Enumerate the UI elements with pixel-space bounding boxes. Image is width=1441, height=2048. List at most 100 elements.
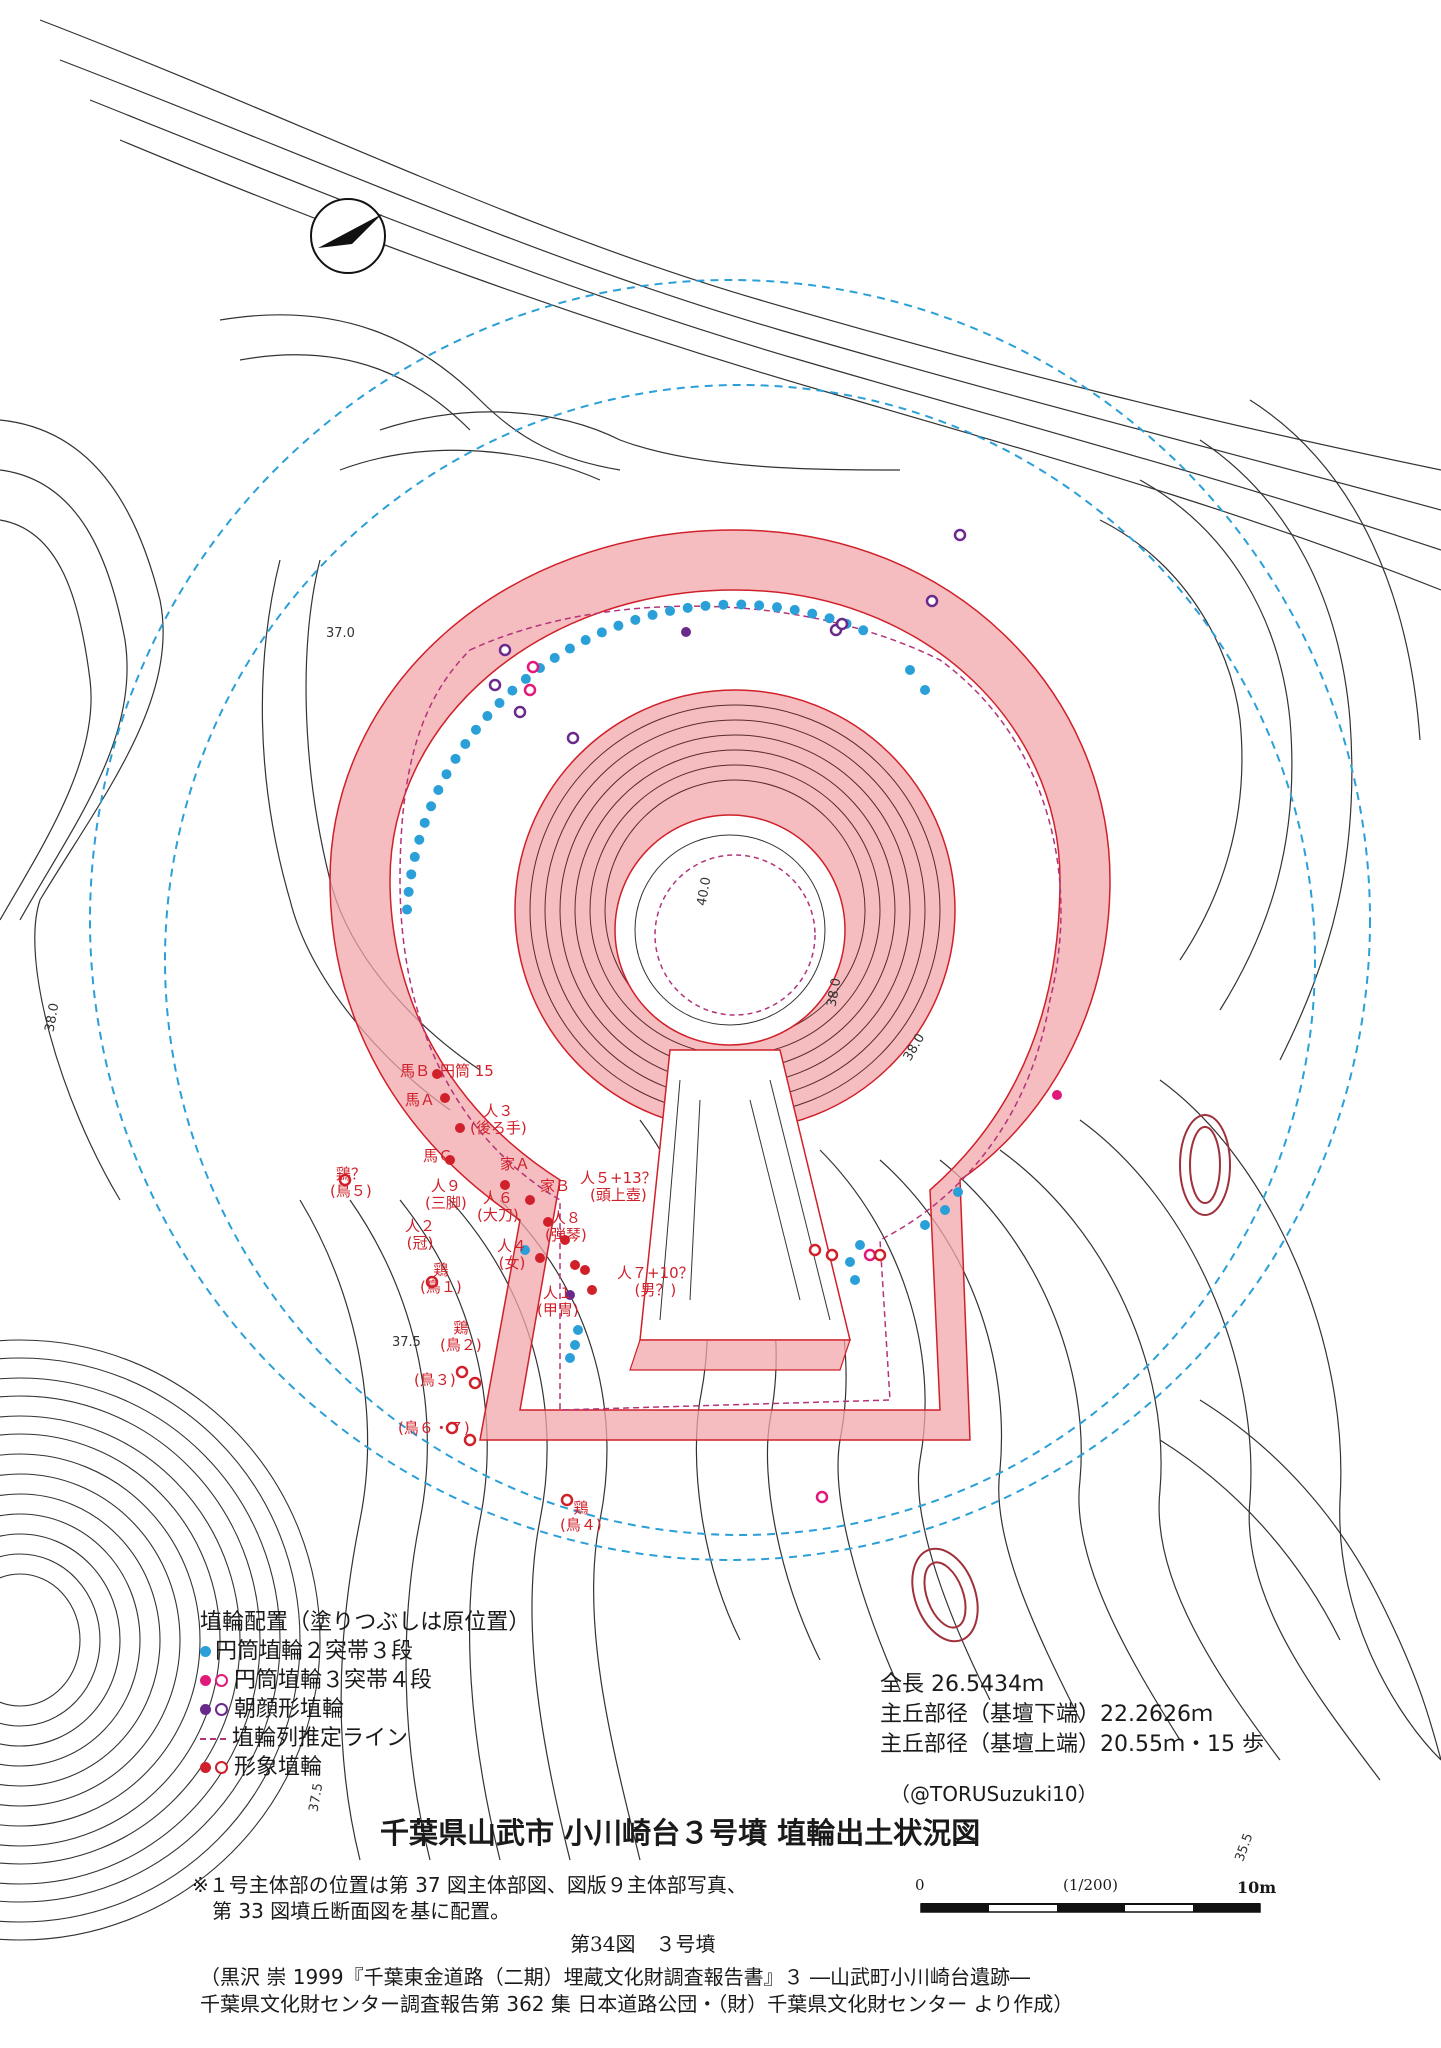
figure-caption: 第34図 ３号墳 [570, 1932, 716, 1956]
haniwa-label: (鳥３) [414, 1371, 456, 1389]
estimated-range-circles [89, 279, 1371, 1561]
haniwa-label: 人１ (甲冑) [537, 1284, 579, 1319]
blue-haniwa-marker [850, 1275, 860, 1285]
legend-label: 円筒埴輪３突帯４段 [234, 1668, 433, 1693]
figurative-haniwa-marker [463, 1433, 477, 1447]
blue-haniwa-marker [564, 643, 575, 654]
haniwa-label: 人６ (大刀) [477, 1189, 519, 1224]
mound-plan [329, 529, 1111, 1441]
purple-ring-icon [215, 1703, 228, 1716]
haniwa-label: 鶏 (鳥２) [440, 1319, 482, 1354]
magenta-ring-icon [215, 1674, 228, 1687]
blue-haniwa-marker [406, 869, 417, 880]
legend-item: 形象埴輪 [200, 1753, 530, 1782]
scale-max: 10m [1237, 1878, 1277, 1897]
purple-haniwa-marker [565, 1290, 575, 1300]
credit: （@TORUSuzuki10） [890, 1782, 1098, 1806]
blue-haniwa-marker [596, 627, 607, 638]
red-dot-icon [200, 1762, 211, 1773]
pit-features [911, 1114, 1231, 1643]
blue-haniwa-marker [426, 801, 437, 812]
figurative-haniwa-marker [445, 1421, 459, 1435]
figurative-haniwa-marker [455, 1123, 465, 1133]
legend-item: 円筒埴輪３突帯４段 [200, 1666, 530, 1695]
blue-haniwa-marker [855, 1240, 865, 1250]
blue-haniwa-marker [700, 600, 711, 611]
blue-haniwa-marker [482, 711, 493, 722]
figurative-haniwa-marker [525, 1195, 535, 1205]
blue-haniwa-marker [824, 613, 835, 624]
blue-haniwa-marker [613, 620, 624, 631]
purple-haniwa-marker [488, 678, 502, 692]
blue-haniwa-marker [419, 817, 430, 828]
haniwa-label: 馬Ｃ [423, 1147, 454, 1165]
legend-item: 朝顔形埴輪 [200, 1695, 530, 1724]
blue-haniwa-marker [845, 1257, 855, 1267]
north-arrow-icon [310, 198, 386, 274]
legend: 埴輪配置（塗りつぶしは原位置） 円筒埴輪２突帯３段 円筒埴輪３突帯４段 朝顔形埴… [200, 1608, 530, 1782]
blue-haniwa-marker [630, 614, 641, 625]
legend-item: 埴輪列推定ライン [200, 1724, 530, 1753]
dimensions: 全長 26.5434ｍ 主丘部径（基壇下端）22.2626ｍ 主丘部径（基壇上端… [880, 1670, 1264, 1760]
legend-label: 形象埴輪 [234, 1755, 323, 1780]
blue-haniwa-marker [920, 1220, 930, 1230]
figurative-haniwa-marker [432, 1069, 442, 1079]
scale-ratio: (1/200) [1063, 1876, 1118, 1894]
blue-haniwa-marker [920, 685, 930, 695]
note: ※１号主体部の位置は第 37 図主体部図、図版９主体部写真、 第 33 図墳丘断… [192, 1872, 747, 1924]
blue-haniwa-marker [718, 599, 729, 610]
purple-haniwa-marker [835, 617, 849, 631]
blue-haniwa-marker [403, 886, 414, 897]
figurative-haniwa-marker [468, 1376, 482, 1390]
contour-label: 37.0 [326, 626, 355, 641]
purple-haniwa-marker [513, 705, 527, 719]
haniwa-label: 人９ (三脚) [425, 1177, 467, 1212]
dimension-line: 全長 26.5434ｍ [880, 1672, 1044, 1697]
purple-dot-icon [200, 1704, 211, 1715]
haniwa-label: 馬Ｂ [400, 1062, 431, 1080]
legend-label: 円筒埴輪２突帯３段 [215, 1639, 414, 1664]
haniwa-label: 鶏 (鳥４) [560, 1499, 602, 1534]
figurative-haniwa-marker [587, 1285, 597, 1295]
dimension-line: 主丘部径（基壇下端）22.2626ｍ [880, 1702, 1213, 1727]
blue-haniwa-marker [682, 602, 693, 613]
blue-haniwa-marker [441, 769, 452, 780]
figurative-haniwa-marker [808, 1243, 822, 1257]
haniwa-label: 人４ (女) [497, 1237, 528, 1272]
blue-haniwa-marker [807, 608, 818, 619]
purple-haniwa-marker [953, 528, 967, 542]
blue-haniwa-marker [940, 1205, 950, 1215]
source-line: （黒沢 崇 1999『千葉東金道路（二期）埋蔵文化財調査報告書』３ ―山武町小川… [200, 1965, 1030, 1989]
blue-haniwa-marker [736, 599, 747, 610]
blue-dot-icon [200, 1646, 211, 1657]
figurative-haniwa-marker [535, 1253, 545, 1263]
blue-haniwa-marker [494, 697, 505, 708]
blue-haniwa-marker [520, 1245, 530, 1255]
purple-haniwa-marker [681, 627, 691, 637]
blue-haniwa-marker [414, 834, 425, 845]
haniwa-label: 円筒 15 [440, 1062, 494, 1080]
haniwa-label: 鶏 (鳥１) [420, 1261, 462, 1296]
figurative-haniwa-marker [500, 1180, 510, 1190]
blue-haniwa-marker [665, 605, 676, 616]
haniwa-label: 人７+10？ (男？) [617, 1264, 694, 1299]
legend-label: 朝顔形埴輪 [234, 1697, 345, 1722]
magenta-haniwa-marker [863, 1248, 877, 1262]
blue-haniwa-marker [570, 1340, 580, 1350]
blue-haniwa-marker [789, 604, 800, 615]
blue-haniwa-marker [772, 602, 783, 613]
blue-haniwa-marker [647, 609, 658, 620]
blue-haniwa-marker [858, 625, 869, 636]
blue-haniwa-marker [580, 635, 591, 646]
figurative-haniwa-marker [580, 1265, 590, 1275]
figurative-haniwa-marker [455, 1365, 469, 1379]
note-line: ※１号主体部の位置は第 37 図主体部図、図版９主体部写真、 [192, 1873, 747, 1897]
legend-label: 埴輪列推定ライン [232, 1726, 409, 1751]
contour-label: 37.5 [392, 1335, 421, 1350]
haniwa-label: 馬Ａ [405, 1091, 436, 1109]
purple-haniwa-marker [566, 731, 580, 745]
figurative-haniwa-marker [338, 1173, 352, 1187]
blue-haniwa-marker [573, 1325, 583, 1335]
dashed-line-icon [200, 1737, 226, 1740]
blue-haniwa-marker [905, 665, 915, 675]
